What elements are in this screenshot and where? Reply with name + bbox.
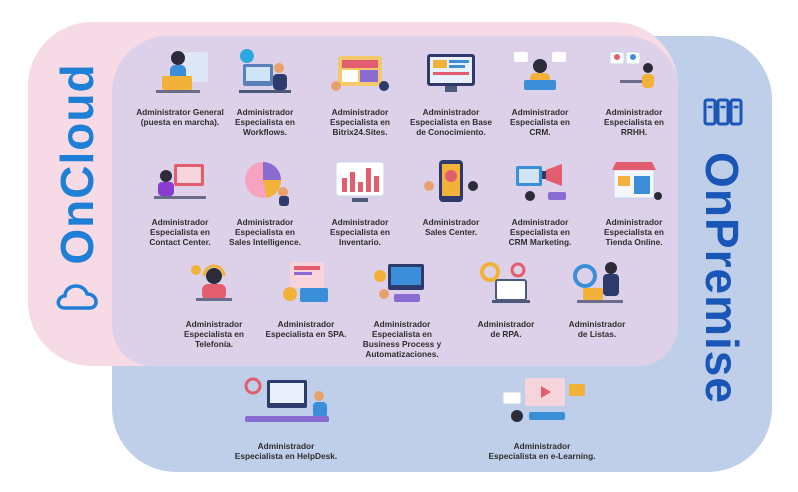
sales-intelligence-icon — [245, 162, 289, 206]
crm-dashboard-icon — [514, 52, 566, 90]
lists-gear-icon — [573, 262, 623, 303]
onpremise-label: OnPremise — [696, 152, 748, 404]
crm-marketing-icon — [516, 164, 566, 201]
cloud-icon — [56, 284, 98, 310]
mobile-sales-icon — [424, 160, 478, 202]
telephony-headset-icon — [191, 264, 232, 301]
overlap-region — [112, 36, 678, 366]
workflow-screens-icon — [239, 49, 291, 93]
website-builder-icon — [331, 56, 389, 91]
business-process-icon — [374, 264, 424, 302]
smart-process-icon — [283, 262, 328, 302]
role-card-general: Administrator General(puesta en marcha). — [128, 46, 232, 127]
server-stack-icon — [703, 98, 743, 126]
hr-profiles-icon — [609, 51, 654, 88]
contact-center-icon — [154, 164, 206, 199]
knowledge-base-monitor-icon — [427, 54, 475, 92]
elearning-video-icon — [502, 378, 585, 422]
online-store-icon — [612, 162, 662, 200]
oncloud-label: OnCloud — [51, 63, 103, 265]
helpdesk-desk-icon — [244, 377, 329, 422]
role-caption: Administrator General(puesta en marcha). — [136, 107, 224, 127]
inventory-chart-icon — [335, 161, 385, 202]
robot-automation-icon — [480, 262, 530, 303]
person-laptop-icon — [156, 51, 208, 93]
